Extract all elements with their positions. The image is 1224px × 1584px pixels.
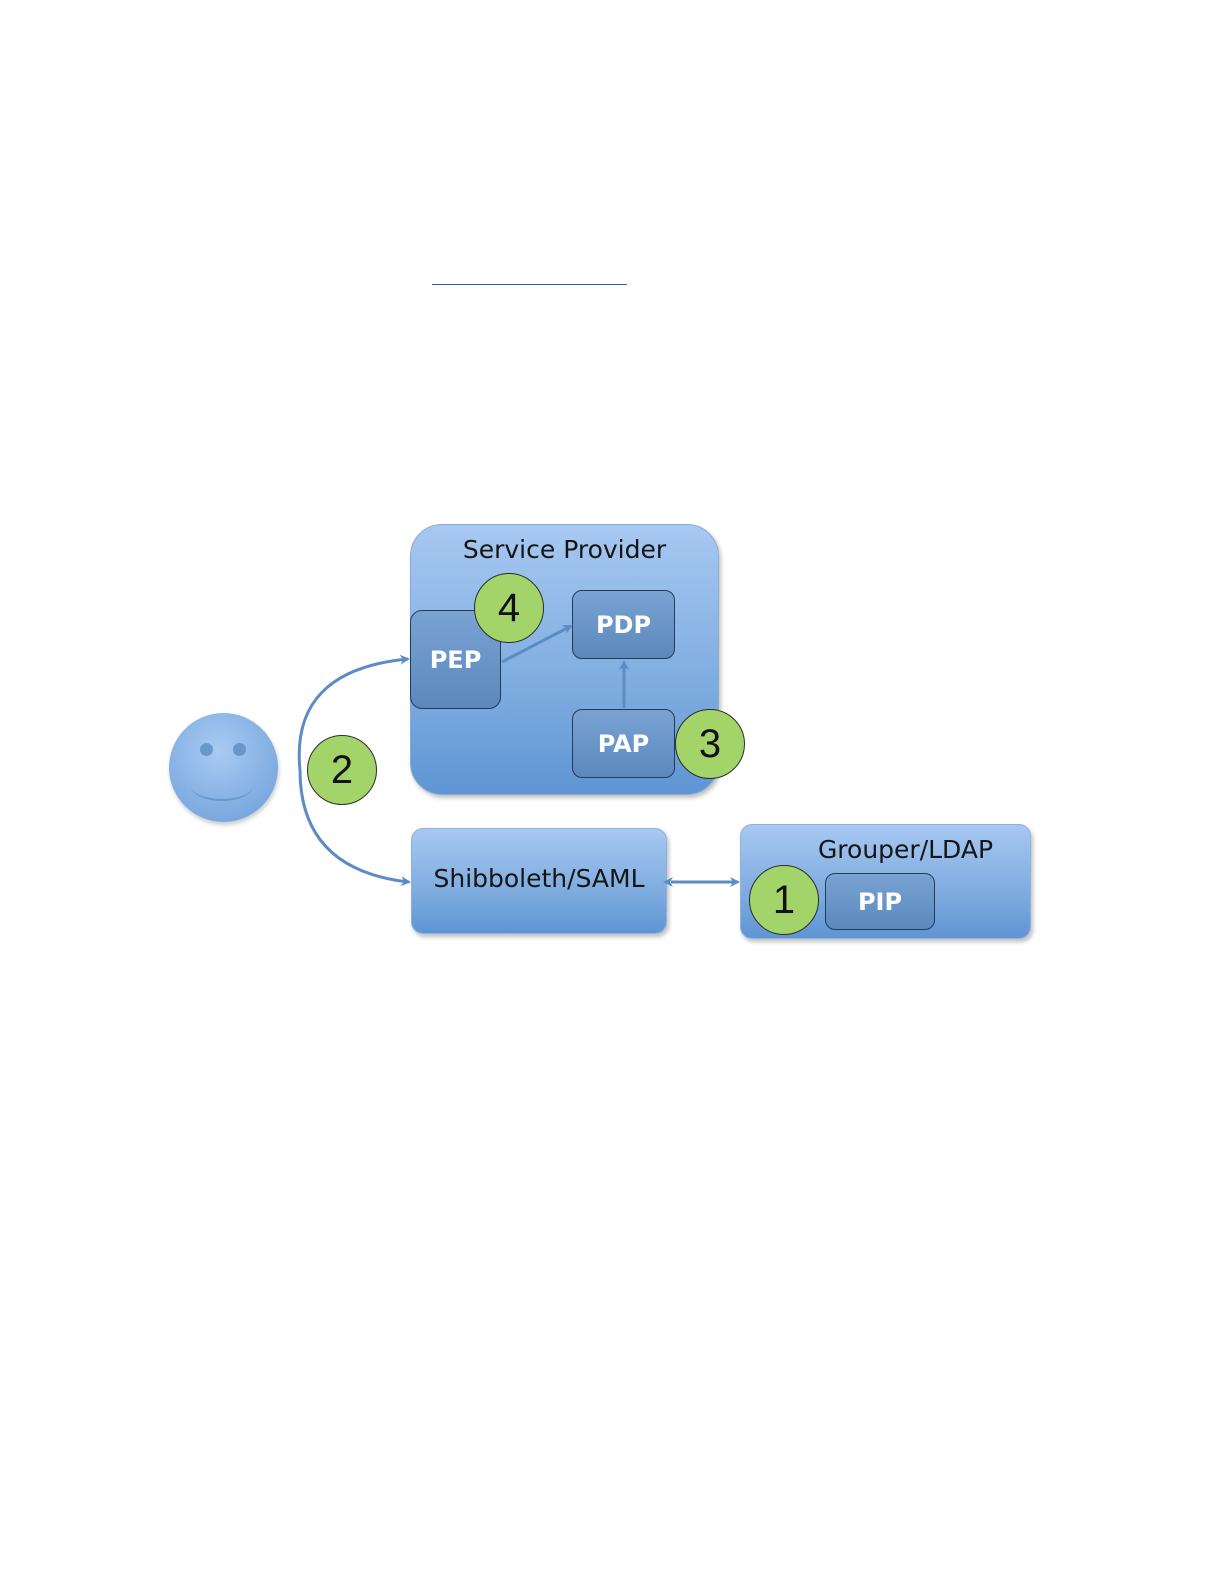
shibboleth-saml-label: Shibboleth/SAML bbox=[433, 864, 645, 893]
hyperlink-underline[interactable] bbox=[432, 284, 627, 285]
pdp-node: PDP bbox=[572, 590, 675, 659]
pip-node: PIP bbox=[825, 873, 935, 930]
smile bbox=[191, 771, 253, 801]
pap-node: PAP bbox=[572, 709, 675, 778]
step-badge-4: 4 bbox=[474, 573, 544, 643]
left-eye bbox=[200, 743, 213, 756]
step-badge-1: 1 bbox=[749, 865, 819, 935]
step-badge-2: 2 bbox=[307, 735, 377, 805]
step-badge-3: 3 bbox=[675, 709, 745, 779]
shibboleth-saml-box: Shibboleth/SAML bbox=[411, 828, 667, 934]
right-eye bbox=[233, 743, 246, 756]
smiley-face-icon bbox=[169, 713, 278, 822]
pep-node: PEP bbox=[410, 610, 501, 709]
grouper-ldap-title: Grouper/LDAP bbox=[817, 835, 994, 864]
service-provider-title: Service Provider bbox=[462, 535, 667, 564]
